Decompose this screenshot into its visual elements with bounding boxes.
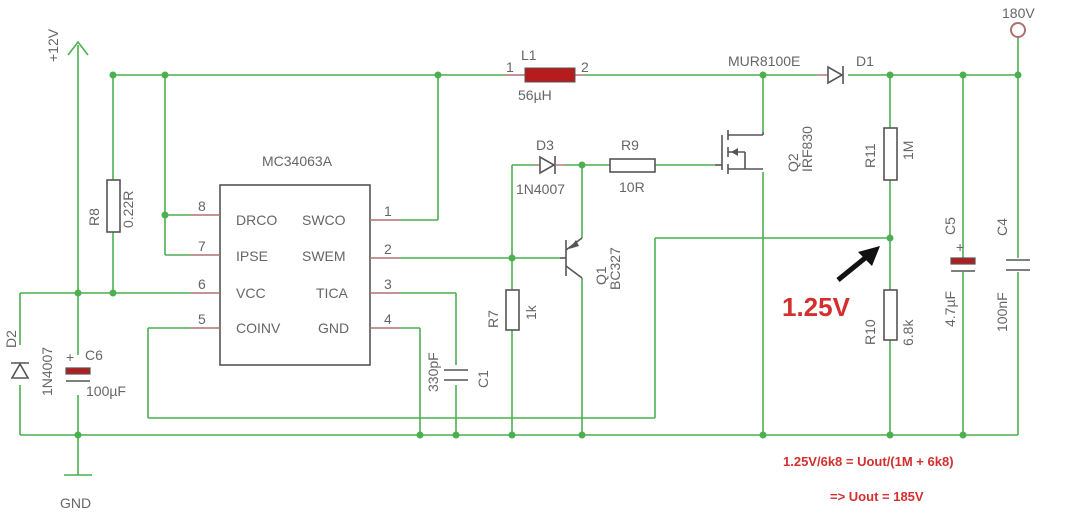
svg-text:C4: C4 [994,218,1010,236]
diode-d1: D1 MUR8100E [728,53,874,85]
svg-text:4: 4 [384,311,392,327]
svg-text:56µH: 56µH [518,87,552,103]
svg-text:2: 2 [384,241,392,257]
svg-text:R8: R8 [86,208,102,226]
equation-text: 1.25V/6k8 = Uout/(1M + 6k8) [783,454,954,469]
svg-text:7: 7 [198,238,206,254]
svg-text:SWEM: SWEM [302,248,346,264]
capacitor-c4: C4 100nF [994,218,1030,332]
svg-text:6: 6 [198,276,206,292]
svg-text:DRCO: DRCO [236,212,277,228]
resistor-r8: R8 0.22R [86,179,136,233]
svg-text:IRF830: IRF830 [799,126,815,172]
svg-text:R9: R9 [621,137,639,153]
svg-text:100nF: 100nF [994,292,1010,332]
wires [19,35,1019,475]
svg-text:1: 1 [506,59,514,75]
diode-d2: D2 1N4007 [3,330,55,396]
resistor-r7: R7 1k [485,289,539,331]
svg-text:100µF: 100µF [86,383,126,399]
resistor-r10: R10 6.8k [862,289,916,346]
ic-mc34063a: MC34063A 8 7 6 5 1 2 3 4 DRCO IPSE VCC C… [190,153,400,366]
diode-d3: D3 1N4007 [516,137,565,197]
svg-text:TICA: TICA [316,285,349,301]
svg-text:GND: GND [318,320,349,336]
svg-text:GND: GND [60,495,91,511]
svg-text:0.22R: 0.22R [120,191,136,228]
gnd-symbol: GND [60,474,92,511]
junctions [74,71,1022,439]
svg-text:SWCO: SWCO [302,212,346,228]
svg-text:COINV: COINV [236,320,281,336]
svg-text:1k: 1k [523,304,539,320]
svg-text:VCC: VCC [236,285,266,301]
svg-text:D3: D3 [536,137,554,153]
svg-text:C1: C1 [475,370,491,388]
svg-text:5: 5 [198,311,206,327]
svg-text:Q2: Q2 [785,153,801,172]
svg-text:R11: R11 [862,143,878,168]
svg-text:1N4007: 1N4007 [39,347,55,396]
svg-text:C6: C6 [85,347,103,363]
svg-text:+: + [66,349,74,365]
capacitor-c6: + C6 100µF [65,347,126,399]
mosfet-q2: Q2 IRF830 [715,126,815,174]
feedback-arrow [836,246,880,282]
svg-text:MUR8100E: MUR8100E [728,53,800,69]
svg-text:Q1: Q1 [593,266,609,285]
svg-text:1: 1 [384,203,392,219]
resistor-r11: R11 1M [862,127,916,181]
svg-text:MC34063A: MC34063A [262,153,333,169]
feedback-voltage-label: 1.25V [782,292,851,322]
svg-text:2: 2 [581,59,589,75]
inductor-l1: L1 1 2 56µH [505,47,589,103]
svg-text:+12V: +12V [45,28,61,62]
vplus-symbol: +12V [45,28,89,62]
svg-text:1M: 1M [900,141,916,160]
svg-text:IPSE: IPSE [236,248,268,264]
svg-text:10R: 10R [619,179,645,195]
resistor-r9: R9 10R [609,137,656,195]
svg-text:R7: R7 [485,310,501,328]
svg-text:D1: D1 [856,53,874,69]
capacitor-c5: + C5 4.7µF [942,217,976,327]
transistor-q1: Q1 BC327 [560,237,623,290]
svg-text:3: 3 [384,276,392,292]
svg-text:330pF: 330pF [425,352,441,392]
vout-terminal: 180V [1002,5,1035,38]
svg-text:L1: L1 [521,47,537,63]
svg-text:4.7µF: 4.7µF [942,291,958,327]
svg-text:D2: D2 [3,330,19,348]
result-text: => Uout = 185V [830,489,924,504]
svg-text:1N4007: 1N4007 [516,181,565,197]
svg-text:R10: R10 [862,319,878,345]
svg-text:180V: 180V [1002,5,1035,21]
svg-text:BC327: BC327 [607,247,623,290]
capacitor-c1: 330pF C1 [425,352,491,392]
svg-text:8: 8 [198,198,206,214]
svg-text:+: + [956,239,964,255]
svg-text:6.8k: 6.8k [900,319,916,346]
svg-text:C5: C5 [942,217,958,235]
